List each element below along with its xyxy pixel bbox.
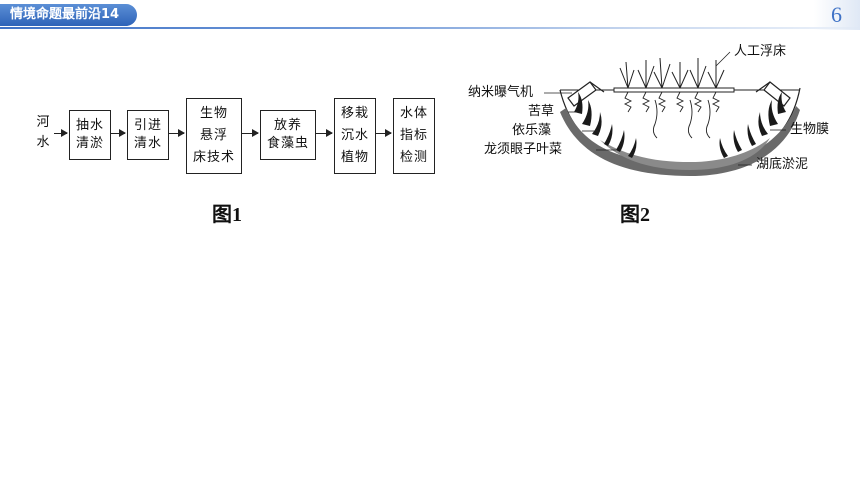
section-tag: 情境命题最前沿14 (0, 4, 138, 26)
flow-arrow (316, 129, 333, 137)
floating-bed-roots (623, 91, 721, 113)
flow-step-text: 检测 (399, 150, 428, 165)
aerator-right (755, 81, 791, 107)
submerged-plants-left (574, 92, 637, 158)
flow-step-text: 抽水 (75, 118, 104, 133)
label-floating-bed: 人工浮床 (734, 44, 787, 59)
flow-step-text: 床技术 (192, 150, 235, 165)
flow-step-text: 清淤 (75, 136, 104, 151)
flow-arrow (376, 129, 392, 137)
flow-arrow (169, 129, 185, 137)
flow-step-text: 沉水 (340, 128, 369, 143)
label-biofilm: 生物膜 (790, 122, 830, 137)
sediment-inner (600, 138, 770, 170)
flow-source: 河 水 (34, 113, 52, 153)
flow-step-text: 植物 (340, 150, 369, 165)
flow-step-text: 移栽 (340, 106, 369, 121)
flow-step-introduce-water: 引进 清水 (127, 110, 169, 160)
flow-step-submerged-plants: 移栽 沉水 植物 (334, 98, 376, 174)
flow-step-pump-dredge: 抽水 清淤 (69, 110, 111, 160)
floating-bed (613, 87, 735, 93)
aerator-left (567, 81, 605, 107)
flow-step-text: 清水 (133, 136, 162, 151)
flow-step-floating-bed: 生物 悬浮 床技术 (186, 98, 242, 174)
page-number: 6 (831, 2, 842, 27)
flow-arrow (242, 129, 259, 137)
flow-arrow (54, 129, 68, 137)
flow-step-water-testing: 水体 指标 检测 (393, 98, 435, 174)
flow-step-algae-insects: 放养 食藻虫 (260, 110, 316, 160)
label-eelgrass: 苦草 (528, 104, 555, 119)
suspended-strands (652, 99, 711, 139)
flow-step-text: 悬浮 (199, 128, 228, 143)
figure1-caption: 图1 (212, 204, 242, 226)
flow-step-text: 食藻虫 (266, 136, 309, 151)
flow-arrow (111, 129, 126, 137)
flow-step-text: 引进 (133, 118, 162, 133)
flow-step-text: 指标 (399, 128, 428, 143)
label-pondweed: 龙须眼子叶菜 (484, 142, 563, 157)
label-elodea: 依乐藻 (512, 123, 552, 138)
label-aerator: 纳米曝气机 (468, 85, 534, 100)
label-sediment: 湖底淤泥 (756, 157, 809, 172)
flow-step-text: 水体 (399, 106, 428, 121)
top-bar-line (0, 27, 860, 29)
flow-source-line-1: 河 (36, 115, 50, 130)
flow-step-text: 生物 (199, 106, 228, 121)
figure2-caption: 图2 (620, 204, 650, 226)
flow-source-line-2: 水 (36, 135, 50, 150)
submerged-plants-right (719, 92, 786, 158)
top-bar: 情境命题最前沿14 6 (0, 0, 860, 30)
leader-lines (544, 51, 786, 166)
flow-step-text: 放养 (273, 118, 302, 133)
floating-bed-plants (619, 57, 725, 89)
corner-decoration (814, 0, 860, 30)
